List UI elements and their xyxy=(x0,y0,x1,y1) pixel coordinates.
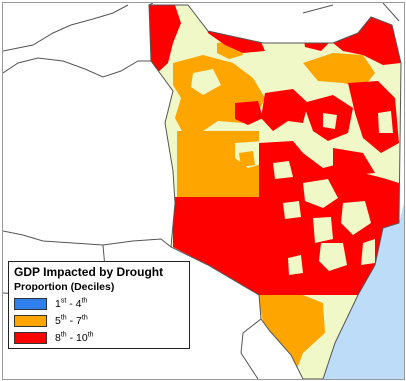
indian-ocean xyxy=(323,203,404,379)
drought-districts xyxy=(149,5,401,379)
legend-subtitle: Proportion (Deciles) xyxy=(14,281,115,293)
legend-item-1-4: 1st - 4th xyxy=(14,296,184,312)
legend-title: GDP Impacted by Drought xyxy=(14,265,164,279)
legend-swatch-blue xyxy=(14,298,47,310)
low-impact-patches xyxy=(193,111,393,275)
map-legend: GDP Impacted by Drought Proportion (Deci… xyxy=(8,261,190,349)
legend-item-8-10: 8th - 10th xyxy=(14,330,184,346)
legend-swatch-orange xyxy=(14,315,47,327)
legend-swatch-red xyxy=(14,332,47,344)
drought-impact-map xyxy=(3,3,404,379)
legend-label: 1st - 4th xyxy=(55,297,88,311)
legend-label: 8th - 10th xyxy=(55,331,94,345)
kenya-outline xyxy=(148,4,402,379)
legend-item-5-7: 5th - 7th xyxy=(14,313,184,329)
legend-label: 5th - 7th xyxy=(55,314,88,328)
